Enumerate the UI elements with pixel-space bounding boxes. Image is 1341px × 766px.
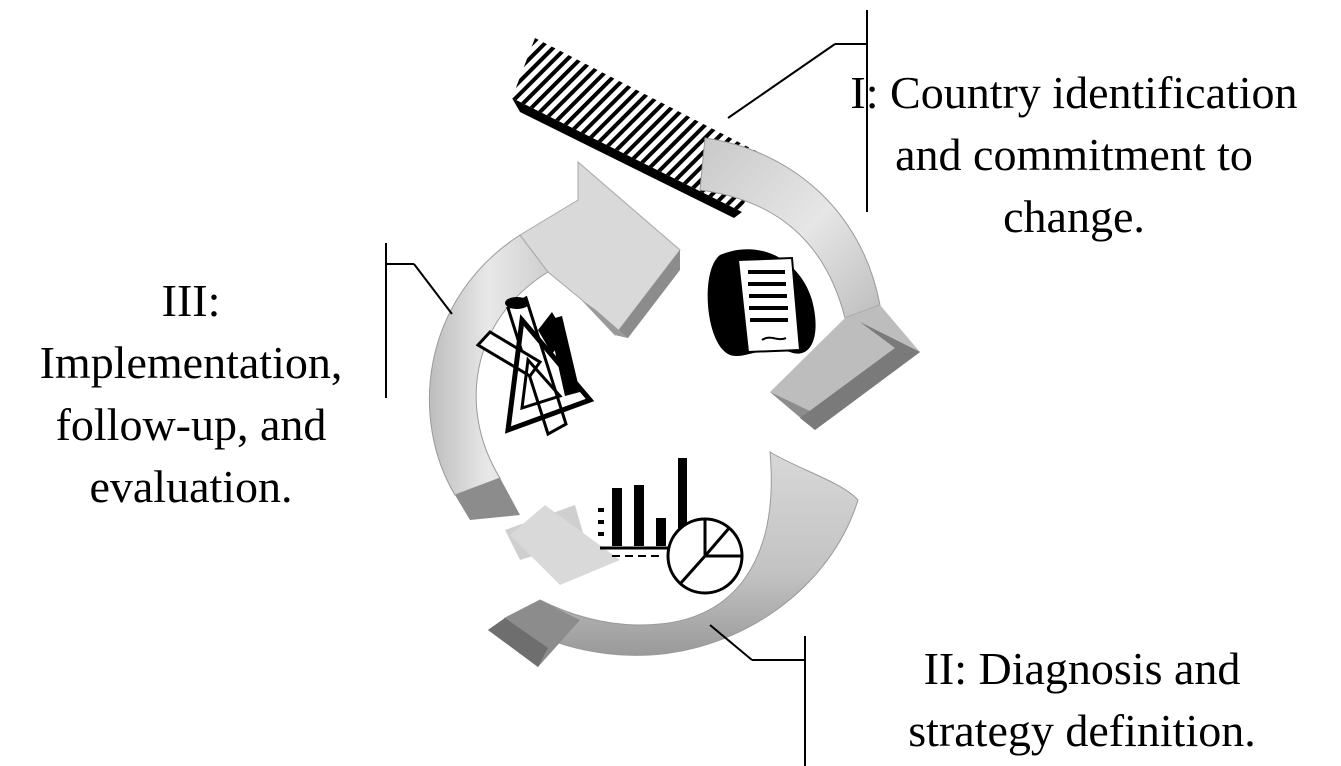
stage-3-label: III: Implementation, follow-up, and eval… <box>4 270 378 518</box>
chart-icon <box>598 458 744 595</box>
stage-2-label-line: strategy definition. <box>908 705 1256 756</box>
arrow-segment-1 <box>699 137 920 430</box>
stage-3-label-line: Implementation, <box>39 337 343 388</box>
leader-line-stage-1 <box>727 10 868 212</box>
leader-line-stage-3 <box>385 243 453 398</box>
stage-1-label-line: and commitment to <box>895 129 1253 180</box>
stage-2-label-line: II: Diagnosis and <box>923 643 1241 694</box>
stage-3-label-line: III: <box>161 275 221 326</box>
stage-2-label: II: Diagnosis and strategy definition. <box>862 638 1302 762</box>
arrow-segment-3 <box>428 160 681 520</box>
stage-3-label-line: evaluation. <box>89 461 293 512</box>
stage-1-label-line: change. <box>1003 191 1145 242</box>
stage-1-label: I: Country identification and commitment… <box>808 62 1340 248</box>
arrow-segment-2 <box>488 451 859 667</box>
stage-3-label-line: follow-up, and <box>55 399 327 450</box>
stage-1-label-line: I: Country identification <box>850 67 1298 118</box>
hatched-slab <box>512 38 758 218</box>
document-icon <box>707 249 816 357</box>
tools-icon <box>475 295 595 437</box>
leader-line-stage-2 <box>709 624 806 766</box>
